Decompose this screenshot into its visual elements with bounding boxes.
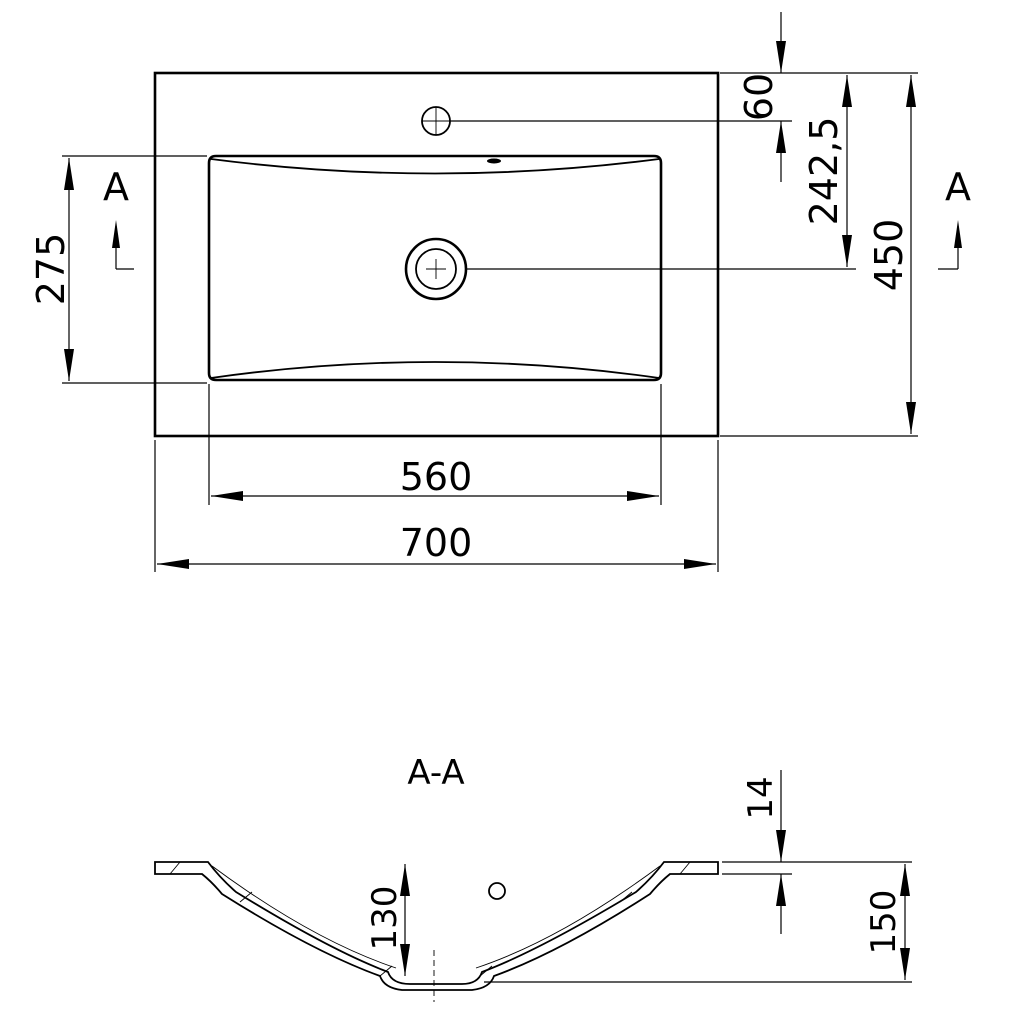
dimension-overall-width: 700 xyxy=(157,521,716,569)
dim-label-242-5: 242,5 xyxy=(802,117,846,226)
section-view: A-A 14 130 xyxy=(154,753,912,1002)
dimension-section-basin-depth: 130 xyxy=(365,864,410,976)
dim-label-14: 14 xyxy=(741,776,781,819)
section-marker-left-label: A xyxy=(103,165,129,209)
dimension-tap-hole-offset: 60 xyxy=(737,12,786,182)
dimension-drain-offset: 242,5 xyxy=(802,75,852,267)
section-bowl-inner-right xyxy=(475,865,661,969)
section-title: A-A xyxy=(407,753,464,793)
section-overflow-hole xyxy=(488,882,506,900)
basin-bottom-slope xyxy=(210,361,660,379)
basin-top-slope xyxy=(210,158,660,175)
dim-label-130: 130 xyxy=(365,886,405,951)
dim-label-60: 60 xyxy=(737,73,781,121)
drain-inner xyxy=(415,248,457,290)
dimension-rim-thickness: 14 xyxy=(741,770,786,934)
basin-outline xyxy=(207,154,663,382)
countertop-outline xyxy=(153,71,720,438)
section-marker-right-label: A xyxy=(945,165,971,209)
dimension-overall-depth: 450 xyxy=(867,75,916,434)
section-bowl-inner xyxy=(211,865,397,969)
overflow-slot xyxy=(487,158,501,164)
dimension-basin-depth: 275 xyxy=(29,158,74,381)
dimension-total-height: 150 xyxy=(864,864,910,980)
plan-view: 560 700 275 60 242,5 xyxy=(29,12,971,572)
dimension-basin-width: 560 xyxy=(211,455,659,501)
dim-label-560: 560 xyxy=(400,455,473,499)
section-marker-right: A xyxy=(938,165,971,270)
dim-label-275: 275 xyxy=(29,233,73,306)
section-outline-outer xyxy=(154,861,719,991)
dim-label-700: 700 xyxy=(400,521,473,565)
dim-label-150: 150 xyxy=(864,890,904,955)
dim-label-450: 450 xyxy=(867,219,911,292)
section-marker-left: A xyxy=(103,165,134,270)
